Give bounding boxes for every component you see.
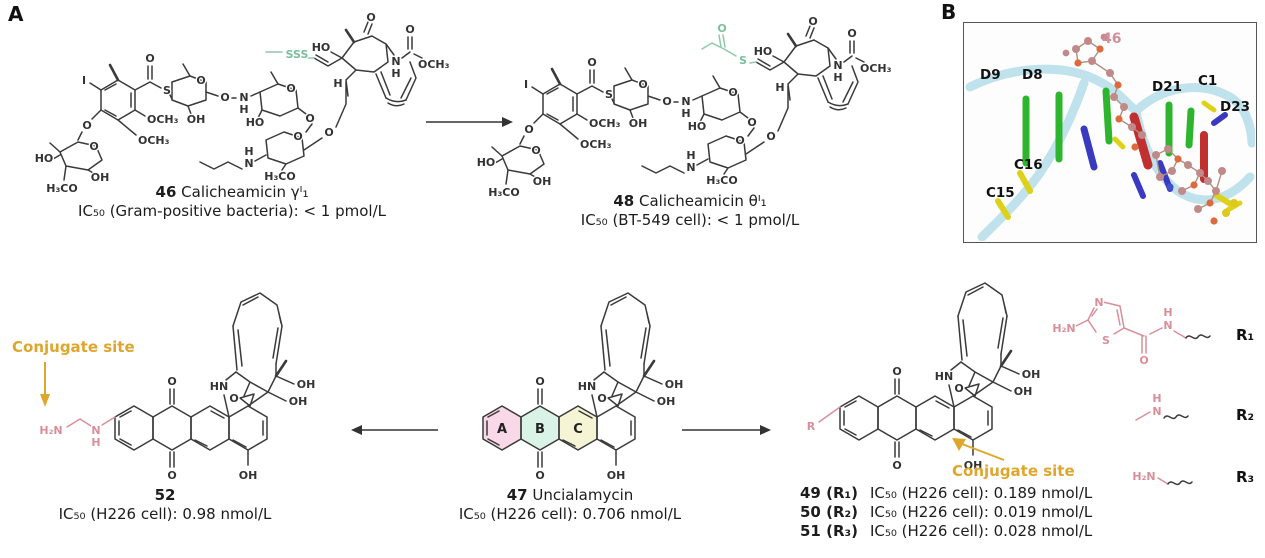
- structure-49-51-r-analogues: R: [775, 258, 1075, 484]
- aminoethyl-chain: N H H₂N: [38, 416, 116, 450]
- svg-text:N: N: [1152, 405, 1161, 418]
- trisulfide-group: SSS: [265, 47, 315, 62]
- panel-b-dna-complex: 46 D9 D8 D21 C1 D23 C16 C15: [963, 22, 1257, 243]
- caption-52: 52 IC₅₀ (H226 cell): 0.98 nmol/L: [25, 486, 305, 524]
- caption-49-51: 49 (R₁) IC₅₀ (H226 cell): 0.189 nmol/L 50…: [800, 484, 1092, 541]
- residue-label-d21: D21: [1152, 79, 1182, 95]
- reaction-arrow-47-to-52: [351, 425, 438, 435]
- svg-text:A: A: [497, 422, 507, 437]
- svg-text:R₃: R₃: [1236, 468, 1254, 486]
- ic50-value: IC₅₀ (H226 cell): 0.706 nmol/L: [458, 505, 682, 523]
- ligand-ball-and-stick: [1062, 33, 1238, 225]
- svg-text:R: R: [807, 420, 816, 433]
- structure-46-calicheamicin-gamma: SSS: [20, 9, 454, 197]
- svg-text:H₂N: H₂N: [39, 424, 62, 437]
- ic50-value: IC₅₀ (Gram-positive bacteria): < 1 pmol/…: [78, 202, 386, 220]
- conjugate-arrow-52: [40, 362, 50, 407]
- panel-a-label: A: [8, 2, 24, 26]
- svg-text:S: S: [739, 54, 747, 67]
- svg-text:H: H: [91, 436, 100, 449]
- panel-b-label: B: [941, 0, 957, 24]
- arrowhead: [952, 438, 966, 451]
- compound-name: Calicheamicin θᴵ₁: [634, 192, 767, 210]
- row-50: 50 (R₂) IC₅₀ (H226 cell): 0.019 nmol/L: [800, 503, 1092, 522]
- compound-number: 47: [506, 486, 528, 504]
- svg-text:O: O: [717, 22, 726, 35]
- svg-text:B: B: [535, 422, 545, 437]
- ligand-46-tag: 46: [1102, 31, 1122, 47]
- row-49: 49 (R₁) IC₅₀ (H226 cell): 0.189 nmol/L: [800, 484, 1092, 503]
- conjugate-arrow-49: [952, 438, 1005, 461]
- svg-text:H: H: [1163, 306, 1172, 319]
- svg-text:H₂N: H₂N: [1132, 470, 1155, 483]
- residue-label-c16: C16: [1014, 157, 1043, 173]
- dna-backbone: [965, 64, 1257, 242]
- ic50-value: IC₅₀ (H226 cell): 0.028 nmol/L: [869, 522, 1093, 540]
- residue-label-d23: D23: [1220, 99, 1250, 115]
- svg-text:C: C: [573, 422, 583, 437]
- svg-text:N: N: [1094, 296, 1103, 309]
- compound-name: Calicheamicin γᴵ₁: [176, 183, 309, 201]
- svg-text:S: S: [1102, 334, 1110, 347]
- caption-47: 47 Uncialamycin IC₅₀ (H226 cell): 0.706 …: [430, 486, 710, 524]
- svg-text:H₂N: H₂N: [1052, 322, 1075, 335]
- r3-amine: H₂N R₃: [1131, 467, 1255, 488]
- residue-label-d8: D8: [1022, 67, 1043, 83]
- conjugate-site-label-49: Conjugate site: [952, 462, 1075, 480]
- r-group-definitions: H₂N N S O N H R₁ N H R₂ H₂N R₃: [1040, 268, 1265, 507]
- structure-52-amine-analogue: N H H₂N: [20, 268, 350, 494]
- arrowhead: [760, 425, 771, 435]
- caption-48: 48 Calicheamicin θᴵ₁ IC₅₀ (BT-549 cell):…: [510, 192, 870, 230]
- compound-name: Uncialamycin: [527, 486, 634, 504]
- conjugate-site-label-52: Conjugate site: [12, 338, 135, 356]
- compound-id: 49 (R₁): [800, 484, 858, 502]
- reaction-arrow-47-to-49: [682, 425, 771, 435]
- svg-text:N: N: [1163, 319, 1172, 332]
- ic50-value: IC₅₀ (BT-549 cell): < 1 pmol/L: [580, 211, 800, 229]
- compound-number: 48: [613, 192, 635, 210]
- thioacetate-group: O S: [701, 21, 757, 68]
- dna-model: [965, 33, 1257, 242]
- arrowhead: [351, 425, 362, 435]
- compound-number: 46: [155, 183, 177, 201]
- svg-text:H: H: [1152, 392, 1161, 405]
- reaction-arrow-46-to-48: [426, 117, 513, 127]
- r-substituent: R: [805, 406, 841, 434]
- structure-47-uncialamycin: A B C: [448, 268, 718, 494]
- svg-text:O: O: [1139, 354, 1148, 367]
- residue-label-d9: D9: [980, 67, 1001, 83]
- row-51: 51 (R₃) IC₅₀ (H226 cell): 0.028 nmol/L: [800, 522, 1092, 541]
- compound-id: 51 (R₃): [800, 522, 858, 540]
- caption-46: 46 Calicheamicin γᴵ₁ IC₅₀ (Gram-positive…: [52, 183, 412, 221]
- svg-text:R₂: R₂: [1236, 406, 1254, 424]
- arrowhead: [502, 117, 513, 127]
- r1-aminothiazole: H₂N N S O N H R₁: [1051, 295, 1255, 369]
- ring-letters: A B C: [497, 422, 583, 437]
- svg-text:SSS: SSS: [286, 48, 309, 61]
- residue-label-c1: C1: [1198, 73, 1218, 89]
- compound-number: 52: [154, 486, 176, 504]
- structure-48-calicheamicin-theta: O S: [462, 13, 896, 201]
- r2-methylamine: N H R₂: [1135, 391, 1255, 425]
- base-pair-rods: [995, 87, 1243, 220]
- ic50-value: IC₅₀ (H226 cell): 0.98 nmol/L: [58, 505, 272, 523]
- residue-label-c15: C15: [986, 185, 1015, 201]
- arrowhead: [40, 394, 50, 407]
- svg-text:R₁: R₁: [1236, 326, 1254, 344]
- ic50-value: IC₅₀ (H226 cell): 0.019 nmol/L: [869, 503, 1093, 521]
- svg-text:N: N: [91, 424, 100, 437]
- ic50-value: IC₅₀ (H226 cell): 0.189 nmol/L: [869, 484, 1093, 502]
- compound-id: 50 (R₂): [800, 503, 858, 521]
